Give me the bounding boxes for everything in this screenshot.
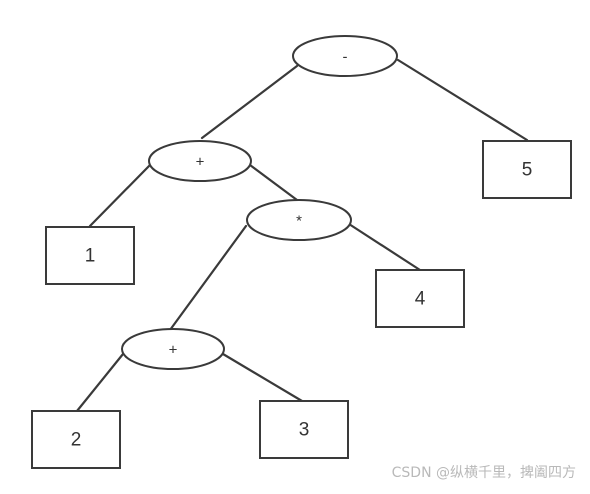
edge-plus-top-times bbox=[248, 163, 299, 202]
edge-times-leaf-4 bbox=[347, 222, 422, 272]
edge-root-leaf-5 bbox=[396, 58, 529, 142]
operator-node-times: * bbox=[246, 199, 352, 241]
leaf-label-5: 5 bbox=[522, 160, 533, 181]
leaf-node-2: 2 bbox=[31, 410, 121, 469]
leaf-node-5: 5 bbox=[482, 140, 572, 199]
leaf-node-1: 1 bbox=[45, 226, 135, 285]
edge-plus-bottom-leaf-3 bbox=[221, 352, 304, 403]
watermark-text: CSDN @纵横千里，捭阖四方 bbox=[391, 465, 576, 481]
operator-label-times: * bbox=[296, 213, 302, 230]
operator-label-plus-top: + bbox=[196, 154, 205, 171]
leaf-node-3: 3 bbox=[259, 400, 349, 459]
operator-node-plus-bottom: + bbox=[121, 328, 225, 370]
edge-plus-top-leaf-1 bbox=[88, 163, 152, 228]
operator-node-plus-top: + bbox=[148, 140, 252, 182]
leaf-label-1: 1 bbox=[85, 246, 96, 267]
operator-label-plus-bottom: + bbox=[169, 342, 178, 359]
leaf-label-3: 3 bbox=[299, 420, 310, 441]
leaf-node-4: 4 bbox=[375, 269, 465, 328]
tree-edges bbox=[75, 58, 529, 413]
edge-times-plus-bottom bbox=[168, 224, 248, 332]
edge-plus-bottom-leaf-2 bbox=[75, 352, 125, 413]
operator-node-root: - bbox=[292, 35, 398, 77]
edge-root-plus-top bbox=[200, 64, 299, 140]
leaf-label-4: 4 bbox=[415, 289, 426, 310]
leaf-label-2: 2 bbox=[71, 430, 82, 451]
operator-label-root: - bbox=[343, 49, 348, 66]
